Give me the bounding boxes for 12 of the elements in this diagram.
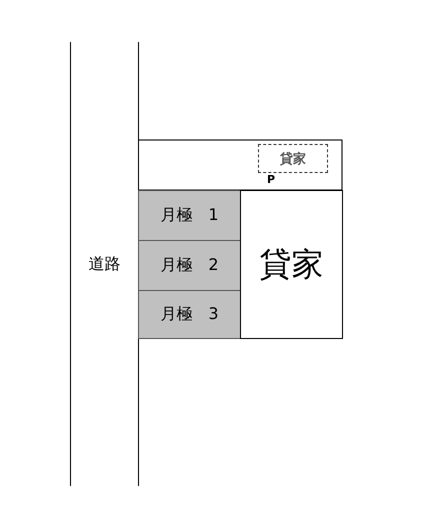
space-label: 月極 1 [160, 205, 219, 226]
space-label: 月極 3 [160, 304, 219, 325]
house-area [240, 190, 343, 339]
house-label: 貸家 [260, 244, 324, 284]
road-label: 道路 [88, 254, 120, 274]
space-label: 月極 2 [160, 255, 219, 276]
parking-space [138, 240, 241, 291]
space-label: 貸家 [280, 150, 306, 168]
parking-sign: P [266, 174, 276, 186]
parking-space [258, 144, 328, 173]
parking-space [138, 290, 241, 339]
parking-space [138, 190, 241, 241]
